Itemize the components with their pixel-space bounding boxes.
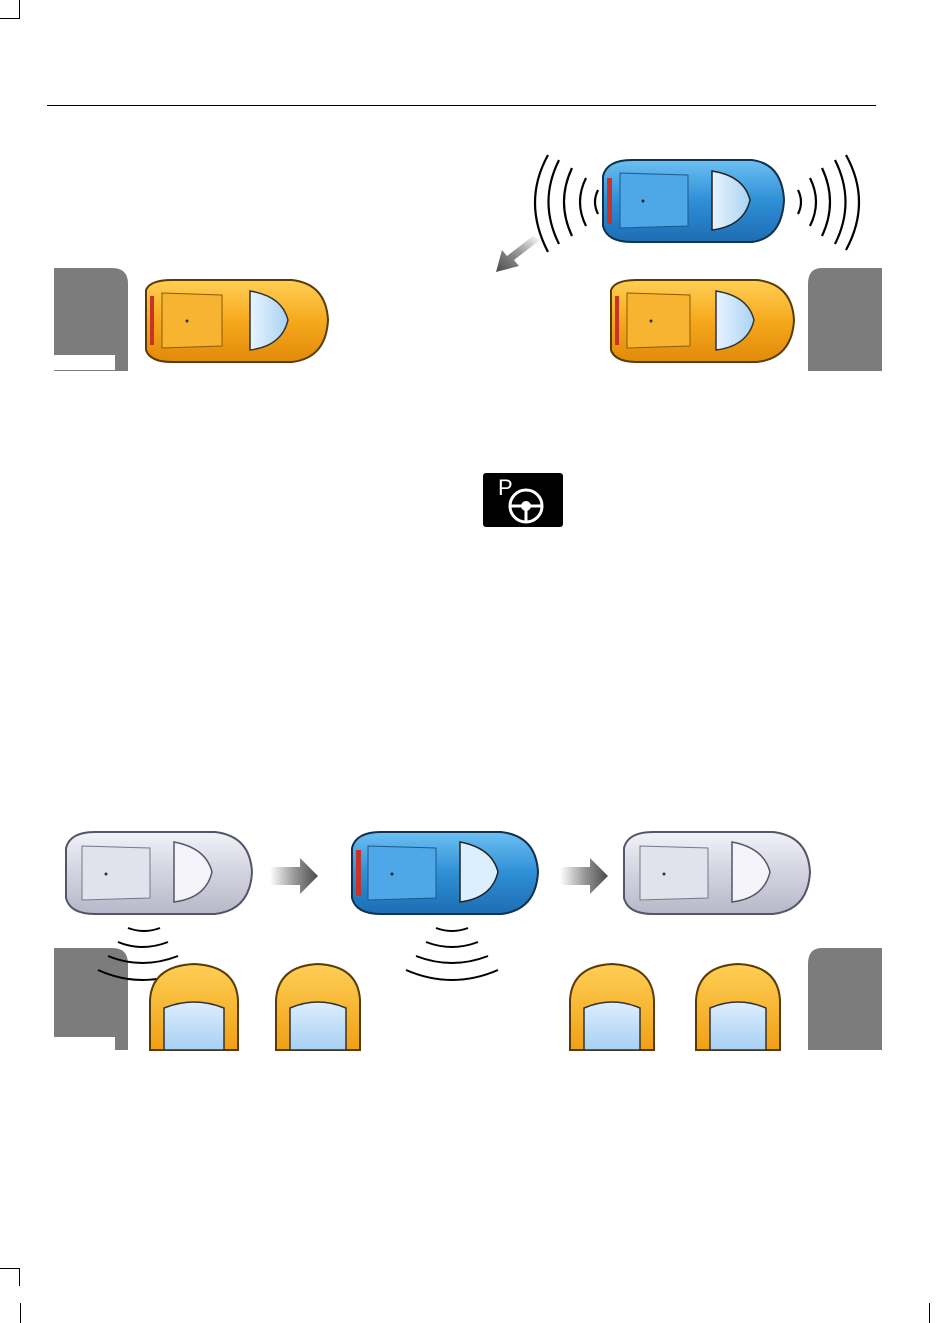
- park-assist-steering-wheel-icon: P: [483, 473, 563, 527]
- crop-mark-top-left-v: [19, 0, 20, 18]
- scanning-car-start: [66, 832, 252, 914]
- kerb-left-marker: [54, 355, 115, 370]
- parked-car-left: [146, 280, 328, 362]
- reverse-direction-arrow: [496, 236, 540, 272]
- kerb-left: [54, 948, 128, 1050]
- parallel-parking-illustration: [50, 148, 890, 374]
- forward-direction-arrow-1: [270, 858, 318, 894]
- kerb-right: [808, 268, 882, 371]
- header-rule: [47, 105, 876, 106]
- crop-mark-bottom-left-v: [19, 1268, 20, 1286]
- sensor-waves-front: [798, 155, 859, 250]
- parked-car-perpendicular-3: [570, 964, 654, 1050]
- active-car-scanning: [352, 832, 538, 914]
- active-car-top: [603, 160, 784, 242]
- crop-mark-bottom-left-tick: [20, 1303, 21, 1323]
- parked-car-perpendicular-1: [150, 964, 238, 1050]
- sensor-waves-rear: [535, 155, 598, 252]
- parked-car-right: [611, 280, 794, 362]
- parked-car-perpendicular-2: [276, 964, 360, 1050]
- sensor-waves-side-2: [406, 928, 498, 980]
- kerb-left-marker: [54, 1037, 115, 1050]
- parking-space-scanning-illustration: [50, 826, 890, 1052]
- parked-car-perpendicular-4: [696, 964, 780, 1050]
- steering-wheel-icon: [507, 487, 545, 525]
- crop-mark-top-left-h: [0, 18, 20, 19]
- crop-mark-bottom-left-h: [0, 1268, 20, 1269]
- crop-mark-bottom-right-tick: [929, 1303, 930, 1323]
- kerb-right: [808, 948, 882, 1050]
- scanning-car-end: [624, 832, 810, 914]
- forward-direction-arrow-2: [560, 858, 608, 894]
